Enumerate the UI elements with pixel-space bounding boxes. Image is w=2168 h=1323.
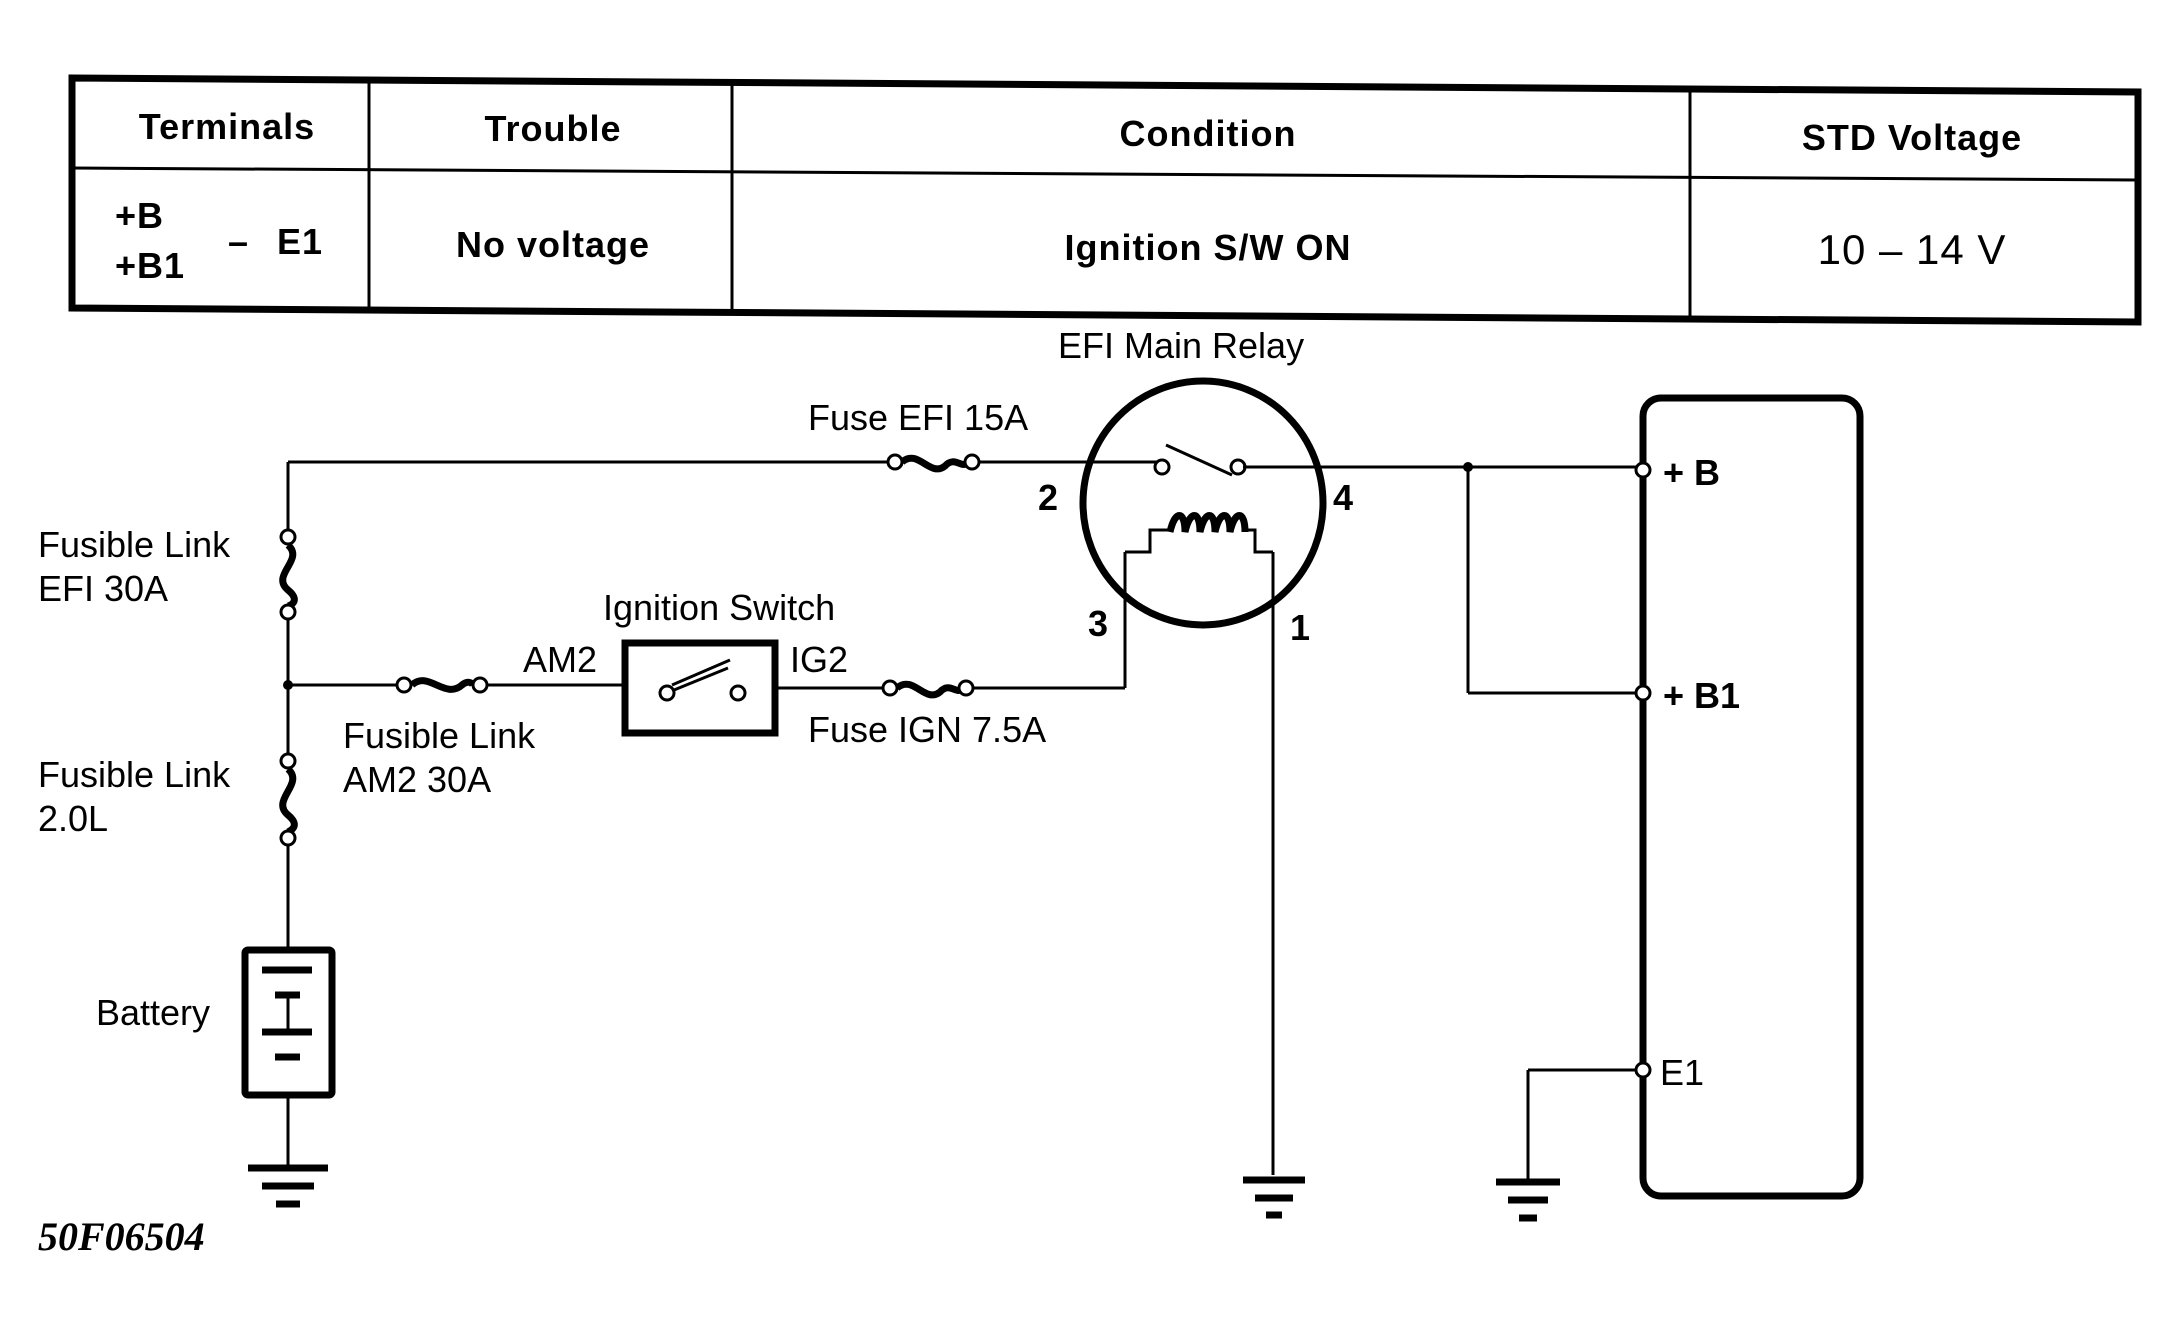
- cell-terminal-dash: –: [228, 221, 249, 262]
- ecu-terminal-b1: + B1: [1663, 675, 1740, 716]
- cell-terminal-b1: +B1: [115, 245, 185, 286]
- fusible-link-am2-label-line1: Fusible Link: [343, 715, 536, 756]
- relay-pin-2: 2: [1038, 477, 1058, 518]
- header-std-voltage: STD Voltage: [1802, 117, 2022, 158]
- ignition-switch-label: Ignition Switch: [603, 587, 835, 628]
- fusible-link-main: [279, 752, 298, 847]
- fusible-link-am2: [395, 676, 489, 694]
- wiring: [286, 460, 1643, 1180]
- relay-pin-3: 3: [1088, 603, 1108, 644]
- fuse-ign: [881, 679, 975, 699]
- voltage-table: Terminals Trouble Condition STD Voltage …: [68, 74, 2142, 326]
- cell-terminal-e1: E1: [277, 221, 323, 262]
- battery-symbol: [241, 946, 336, 1099]
- relay-pin-1: 1: [1290, 607, 1310, 648]
- fuse-efi: [886, 453, 981, 473]
- ground-symbol-battery: [248, 1164, 328, 1208]
- fusible-link-efi-label-line1: Fusible Link: [38, 524, 231, 565]
- header-terminals: Terminals: [139, 106, 315, 147]
- ignition-switch-symbol: [621, 639, 779, 737]
- ecu-terminal-e1: E1: [1660, 1052, 1704, 1093]
- header-condition: Condition: [1120, 113, 1297, 154]
- ground-symbol-relay: [1243, 1176, 1305, 1219]
- fusible-link-main-label-line1: Fusible Link: [38, 754, 231, 795]
- relay-title: EFI Main Relay: [1058, 325, 1304, 366]
- header-trouble: Trouble: [484, 108, 621, 149]
- efi-main-relay: [1079, 377, 1327, 629]
- figure-code: 50F06504: [38, 1214, 205, 1259]
- am2-label: AM2: [523, 639, 597, 680]
- fusible-link-am2-label-line2: AM2 30A: [343, 759, 491, 800]
- cell-voltage: 10 – 14 V: [1818, 226, 2007, 273]
- cell-terminal-b: +B: [115, 195, 164, 236]
- ig2-label: IG2: [790, 639, 848, 680]
- fuse-ign-label: Fuse IGN 7.5A: [808, 709, 1046, 750]
- fusible-link-efi: [279, 528, 298, 621]
- junction-dot: [283, 680, 293, 690]
- battery-label: Battery: [96, 992, 210, 1033]
- ecu-terminal-b: + B: [1663, 452, 1720, 493]
- fusible-link-main-label-line2: 2.0L: [38, 798, 108, 839]
- cell-condition: Ignition S/W ON: [1065, 227, 1352, 268]
- junction-dot: [1463, 462, 1473, 472]
- ecu-box: [1634, 394, 1864, 1200]
- cell-trouble: No voltage: [456, 224, 650, 265]
- ground-symbol-ecu: [1496, 1178, 1560, 1222]
- fusible-link-efi-label-line2: EFI 30A: [38, 568, 168, 609]
- relay-pin-4: 4: [1333, 477, 1353, 518]
- fuse-efi-label: Fuse EFI 15A: [808, 397, 1028, 438]
